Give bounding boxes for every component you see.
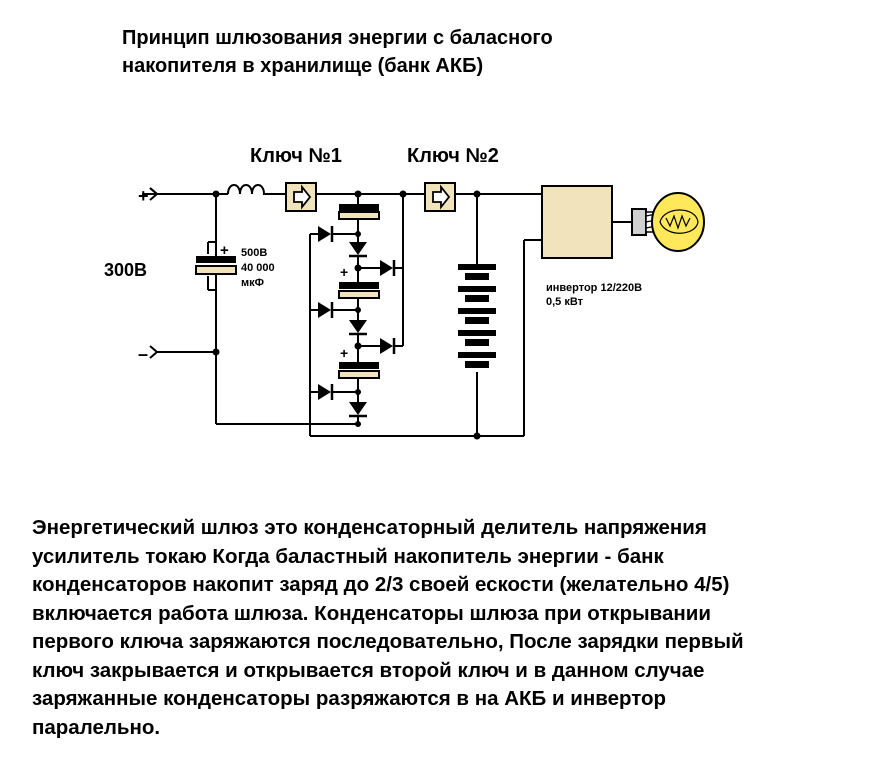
diode-series-1 (347, 240, 369, 258)
input-plus-label: + (138, 186, 149, 206)
diode-right-2 (378, 336, 396, 356)
gate-plus-label-2: + (340, 345, 348, 361)
gate-plus-label-1: + (340, 264, 348, 280)
gate-capacitor-3 (338, 362, 380, 379)
gate-capacitor-2 (338, 282, 380, 299)
description-line: усилитель токаю Когда баластный накопите… (32, 544, 664, 568)
inverter-box (541, 185, 613, 259)
inverter-label-line-1: инвертор 12/220В (546, 282, 642, 294)
capacitor-capacitance-label: 40 000 (241, 262, 275, 274)
lamp-bulb (631, 192, 705, 252)
description-line: Энергетический шлюз это конденсаторный д… (32, 516, 707, 539)
description-line: первого ключа заряжаются последовательно… (32, 630, 744, 653)
ballast-capacitor (195, 236, 237, 291)
description-text: Энергетический шлюз это конденсаторный д… (32, 514, 892, 742)
description-line: ключ закрывается и открывается второй кл… (32, 658, 705, 682)
capacitor-voltage-label: 500В (241, 247, 267, 259)
battery-bank (458, 264, 496, 368)
capacitor-plus-label: + (220, 242, 229, 259)
key2-switch (424, 182, 456, 212)
diode-series-2 (347, 318, 369, 336)
junction-dots (212, 190, 481, 440)
diode-left-3 (316, 382, 334, 402)
description-line: паралельно. (32, 715, 161, 739)
gate-capacitor-1 (338, 204, 380, 220)
diode-right-1 (378, 258, 396, 278)
title-line-2: накопителя в хранилище (банк АКБ) (122, 55, 484, 77)
wires (142, 187, 542, 437)
capacitor-unit-label: мкФ (241, 277, 264, 289)
diode-series-3 (347, 400, 369, 418)
inductor-coil (227, 184, 270, 195)
description-line: включается работа шлюза. Конденсаторы шл… (32, 601, 711, 625)
input-minus-label: – (138, 344, 148, 364)
gate-diodes (316, 224, 396, 418)
input-voltage-label: 300В (104, 260, 147, 280)
title-line-1: Принцип шлюзования энергии с баласного (122, 27, 553, 49)
inverter-label-line-2: 0,5 кВт (546, 296, 584, 308)
key2-label: Ключ №2 (407, 145, 499, 167)
diode-left-1 (316, 224, 334, 244)
description-line: конденсаторов накопит заряд до 2/3 своей… (32, 573, 730, 596)
diagram-title: Принцип шлюзования энергии с баласного н… (122, 24, 553, 80)
key1-label: Ключ №1 (250, 145, 342, 167)
key1-switch (285, 182, 317, 212)
description-line: заряжанные конденсаторы разряжаются в на… (32, 687, 667, 710)
circuit-schematic: Ключ №1 Ключ №2 + – 300В + 500В 40 000 м… (104, 145, 705, 440)
diode-left-2 (316, 300, 334, 320)
